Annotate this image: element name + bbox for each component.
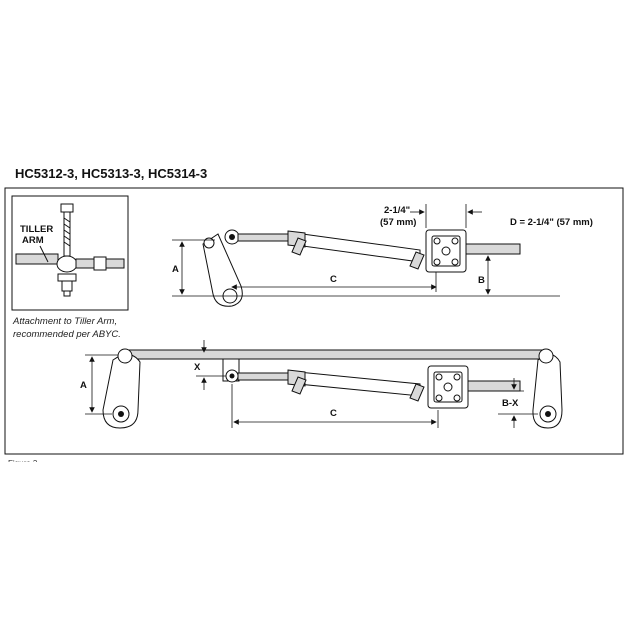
top-cylinder-body [287, 231, 421, 263]
top-tiller-pivot [203, 237, 215, 249]
nut-lower-icon [61, 280, 73, 292]
bottom-view-dimensions: A X C B-X [80, 340, 538, 428]
bottom-dim-a: A [80, 380, 87, 391]
rod-end-eye [56, 255, 78, 273]
top-view [202, 229, 521, 307]
inset-caption-1: Attachment to Tiller Arm, [12, 316, 117, 327]
bottom-view [102, 348, 563, 429]
top-rod-end-pin [229, 234, 235, 240]
bottom-bolt-4 [453, 394, 461, 402]
top-pivot-center [441, 246, 451, 256]
top-dim-a: A [172, 264, 179, 275]
bottom-tie-bar [121, 349, 547, 360]
bottom-rod-end-pin [229, 373, 235, 379]
inset-caption-2: recommended per ABYC. [13, 329, 121, 340]
figure-label-spacer [0, 455, 70, 464]
bottom-cylinder-tail [467, 380, 521, 392]
top-offset-label-1: 2-1/4" [384, 205, 410, 216]
bottom-fitting-1 [291, 376, 307, 395]
tiller-arm-leader [39, 245, 49, 263]
top-fitting-2 [409, 251, 425, 270]
bolt-icon [60, 203, 74, 257]
tiller-arm-inset: TILLER ARM [11, 195, 129, 311]
bottom-cylinder-rod [237, 372, 291, 381]
top-view-dimensions: A C B 2-1/4" (57 mm) D = 2-1/4" (57 mm) [172, 204, 593, 297]
tiller-arm-label-1: TILLER [20, 224, 53, 235]
figure-label-crop [0, 462, 630, 630]
tiller-arm-plate [15, 253, 59, 265]
top-dim-d: D = 2-1/4" (57 mm) [510, 217, 593, 228]
bottom-bolt-2 [453, 373, 461, 381]
top-dim-b: B [478, 275, 485, 286]
bottom-left-hole-center [118, 411, 124, 417]
top-bolt-2 [451, 237, 459, 245]
bottom-dim-x: X [194, 362, 201, 373]
bottom-dim-bx: B-X [502, 398, 519, 409]
top-tie-bar [465, 243, 521, 255]
bottom-right-hole-center [545, 411, 551, 417]
figure-frame [4, 187, 624, 455]
tiller-arm-label-2: ARM [22, 235, 44, 246]
top-bolt-3 [433, 258, 441, 266]
top-bolt-4 [451, 258, 459, 266]
nut-icon [57, 273, 77, 282]
bottom-cylinder-body [287, 370, 421, 397]
bolt-tip [63, 290, 71, 297]
jam-nut-icon [93, 256, 107, 271]
bottom-pivot-center [443, 382, 453, 392]
top-fitting-1 [291, 237, 307, 256]
top-bolt-1 [433, 237, 441, 245]
top-offset-label-2: (57 mm) [380, 217, 416, 228]
bottom-dim-c: C [330, 408, 337, 419]
bottom-fitting-2 [409, 383, 425, 402]
bottom-left-pivot [117, 348, 133, 364]
top-cylinder-rod [237, 233, 291, 242]
bottom-bolt-1 [435, 373, 443, 381]
bottom-right-pivot [538, 348, 554, 364]
top-dim-c: C [330, 274, 337, 285]
bottom-bolt-3 [435, 394, 443, 402]
diagram-title: HC5312-3, HC5313-3, HC5314-3 [15, 166, 207, 181]
